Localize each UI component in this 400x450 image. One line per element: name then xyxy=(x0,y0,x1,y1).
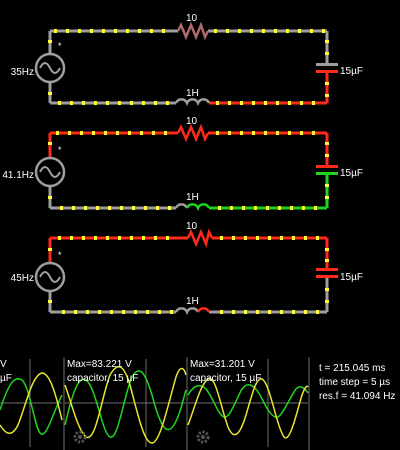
scope-current-trace xyxy=(187,384,309,418)
scope-name-label: capacitor, 15 µF xyxy=(67,373,138,384)
resistor-zigzag-icon[interactable] xyxy=(176,21,210,41)
inductor-coil-icon[interactable] xyxy=(174,98,211,107)
scope-max-label: V xyxy=(0,359,7,370)
resistor-label: 10 xyxy=(186,116,198,127)
resistor-zigzag-icon[interactable] xyxy=(176,123,210,143)
inductor-coil-icon[interactable] xyxy=(174,307,211,316)
source-polarity-marker: * xyxy=(58,145,62,155)
scope-voltage-trace xyxy=(0,372,63,434)
resonant-frequency-readout: res.f = 41.094 Hz xyxy=(319,391,396,402)
capacitor-label: 15µF xyxy=(340,168,363,179)
capacitor-plates-icon[interactable] xyxy=(316,165,338,175)
time-step-readout: time step = 5 µs xyxy=(319,377,391,388)
inductor-label: 1H xyxy=(186,192,199,203)
current-dots xyxy=(48,29,329,105)
scope-2[interactable]: Max=83.221 V capacitor, 15 µF xyxy=(64,359,187,447)
source-polarity-marker: * xyxy=(58,250,62,260)
inductor-label: 1H xyxy=(186,88,199,99)
source-frequency-label: 45Hz xyxy=(11,273,34,284)
capacitor-label: 15µF xyxy=(340,66,363,77)
circuit-2[interactable]: 10 1H 15µF * 41.1Hz xyxy=(2,116,363,212)
source-frequency-label: 35Hz xyxy=(11,67,34,78)
ac-voltage-source-icon[interactable] xyxy=(34,52,66,84)
resistor-label: 10 xyxy=(186,221,198,232)
scope-voltage-trace xyxy=(187,378,309,439)
capacitor-plates-icon[interactable] xyxy=(316,63,338,73)
scope-current-trace xyxy=(64,370,187,438)
scope-panel[interactable]: V µF Max=83.221 V capacitor, 15 µF Max=3… xyxy=(0,355,400,450)
resistor-zigzag-icon[interactable] xyxy=(186,228,214,248)
gear-icon[interactable] xyxy=(73,430,87,444)
resistor-label: 10 xyxy=(186,13,198,24)
source-polarity-marker: * xyxy=(58,41,62,51)
scope-max-label: Max=83.221 V xyxy=(67,359,132,370)
ac-voltage-source-icon[interactable] xyxy=(34,156,66,188)
current-dots xyxy=(48,131,329,210)
scope-1[interactable]: V µF xyxy=(0,359,63,447)
scope-name-label: capacitor, 15 µF xyxy=(190,373,261,384)
inductor-coil-icon[interactable] xyxy=(174,203,211,212)
scope-name-label: µF xyxy=(0,373,12,384)
circuit-3[interactable]: 10 1H 15µF * 45Hz xyxy=(11,221,363,316)
capacitor-label: 15µF xyxy=(340,272,363,283)
scope-3[interactable]: Max=31.201 V capacitor, 15 µF xyxy=(187,359,309,447)
scope-max-label: Max=31.201 V xyxy=(190,359,255,370)
source-frequency-label: 41.1Hz xyxy=(2,170,34,181)
ac-voltage-source-icon[interactable] xyxy=(34,261,66,293)
current-dots xyxy=(48,236,329,314)
gear-icon[interactable] xyxy=(196,430,210,444)
sim-time-readout: t = 215.045 ms xyxy=(319,363,386,374)
scope-current-trace xyxy=(0,378,63,435)
capacitor-plates-icon[interactable] xyxy=(316,268,338,278)
circuit-canvas[interactable]: 10 1H 15µF * 35Hz xyxy=(0,0,400,355)
circuit-1[interactable]: 10 1H 15µF * 35Hz xyxy=(11,13,363,107)
inductor-label: 1H xyxy=(186,296,199,307)
